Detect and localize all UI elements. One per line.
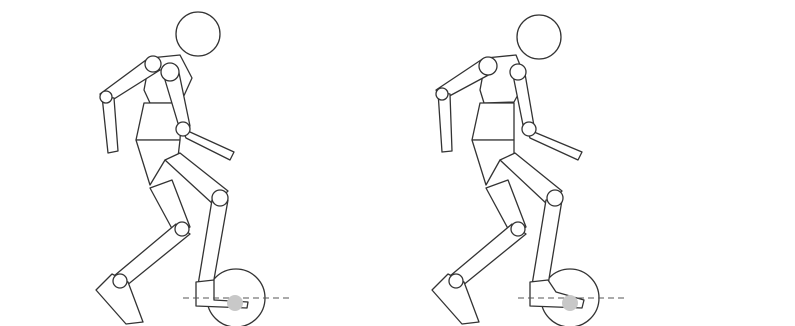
back-leg-left	[96, 180, 190, 324]
back-leg-right	[432, 180, 526, 324]
figure-left	[96, 12, 292, 326]
head-left	[176, 12, 220, 56]
figure-right	[432, 15, 626, 326]
contact-point-right	[562, 295, 578, 311]
head-right	[517, 15, 561, 59]
contact-point-left	[227, 295, 243, 311]
